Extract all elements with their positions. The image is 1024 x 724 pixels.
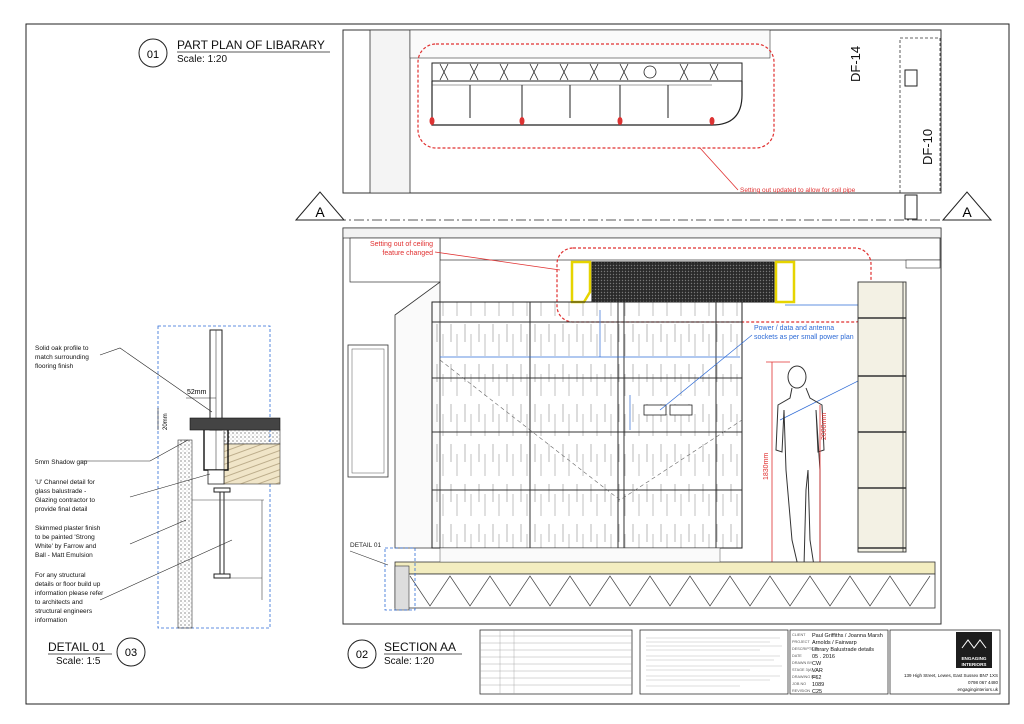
floor-finish [394,561,936,575]
section-title: SECTION AA [384,640,456,654]
note-structural-line4: to architects and [35,599,83,606]
human-scale-figure [775,365,825,567]
height-dimension-2000: 2000mm [821,413,828,440]
note-uchannel-line4: provide final detail [35,506,88,513]
client-label: CLIENT [792,633,806,637]
job-value: 1089 [812,682,824,688]
company-phone: 0798 067 4480 [968,680,999,685]
note-uchannel-line1: 'U' Channel detail for [35,479,96,486]
company-logo [956,632,992,668]
section-marker-right-label: A [962,204,972,220]
company-web: engaginginteriors.uk [957,687,998,692]
note-plaster-line3: White' by Farrow and [35,543,97,550]
drawing-value: F62 [812,675,821,681]
height-dimension-1830: 1830mm [763,453,770,480]
power-socket [643,404,667,416]
title-block: CLIENT PROJECT DESCRIPTION DATE DRAWN BY… [479,629,1001,695]
note-plaster-line1: Skimmed plaster finish [35,525,101,532]
bookcase [857,281,907,553]
drawing-label: DRAWING NO [792,675,817,679]
plan-number-circle [138,38,168,68]
power-note-line2: sockets as per small power plan [754,334,854,341]
note-structural-line2: details or floor build up [35,581,101,588]
section-marker-left [294,191,346,221]
grid-label-df14: DF-14 [848,46,863,82]
depth-dimension-20: 20mm [163,413,169,430]
note-oak-line1: Solid oak profile to [35,345,89,352]
detail-number: 03 [125,647,137,659]
notes-box [639,629,789,695]
note-oak-line3: flooring finish [35,363,74,370]
note-structural-line3: information please refer [35,590,104,597]
plan-number: 01 [147,49,159,61]
data-socket [669,404,693,416]
floor-joists [394,573,936,609]
section-number: 02 [356,649,368,661]
section-marker-left-label: A [315,204,325,220]
section-view: Setting out of ceiling feature changed [342,227,942,669]
note-plaster-line2: to be painted 'Strong [35,534,95,541]
project-info-box [789,629,889,695]
width-dimension-52: 52mm [187,389,207,396]
grid-label-df10: DF-10 [920,129,935,165]
company-address: 139 High Street, Lewes, East Sussex BN7 … [904,673,998,678]
date-label: DATE [792,654,802,658]
revision-table [479,629,633,695]
ceiling-note-line1: Setting out of ceiling [370,241,433,248]
job-label: JOB NO [792,682,806,686]
detail-scale: Scale: 1:5 [56,656,101,667]
plan-scale: Scale: 1:20 [177,54,227,65]
power-note-line1: Power / data and antenna [754,325,834,332]
soil-pipe-note: Setting out updated to allow for soil pi… [740,187,856,194]
section-marker-right [941,191,993,221]
project-label: PROJECT [792,640,810,644]
sheet-border [25,23,1010,705]
description-label: DESCRIPTION [792,647,818,651]
glass-balustrade [431,301,743,549]
checked-label: STAGE 3(A) [792,668,814,672]
date-value: 05 . 2016 [812,654,835,660]
note-shadow-gap: 5mm Shadow gap [35,459,88,466]
plan-title: PART PLAN OF LIBARARY [177,38,325,52]
project-value: Arnolds / Fairwarp [812,640,857,646]
plan-revision-cloud [417,43,775,149]
company-name-line1: ENGAGING [961,656,986,661]
note-structural-line6: information [35,617,68,624]
revision-value: C25 [812,689,822,695]
note-uchannel-line2: glass balustrade - [35,488,86,495]
checked-value: VAR [812,668,823,674]
description-value: Library Balustrade details [812,647,874,653]
section-scale: Scale: 1:20 [384,656,434,667]
ceiling-feature [591,261,775,303]
note-plaster-line4: Ball - Matt Emulsion [35,552,93,559]
note-oak-line2: match surrounding [35,354,89,361]
detail-view: 52mm 20mm Solid oak profile to match sur… [35,325,281,667]
company-name-line2: INTERIORS [961,662,986,667]
plan-view: 01 PART PLAN OF LIBARARY Scale: 1:20 [138,29,993,221]
ceiling-note-line2: feature changed [382,250,433,257]
drawn-label: DRAWN BY [792,661,813,665]
note-uchannel-line3: Glazing contractor to [35,497,95,504]
client-value: Paul Griffiths / Joanna Marsh [812,633,883,639]
revision-label: REVISION [792,689,810,693]
detail-callout-box [384,547,416,611]
detail-ref-label: DETAIL 01 [350,542,381,549]
drawn-value: CW [812,661,822,667]
note-structural-line5: structural engineers [35,608,93,615]
note-structural-line1: For any structural [35,572,86,579]
detail-title: DETAIL 01 [48,640,106,654]
